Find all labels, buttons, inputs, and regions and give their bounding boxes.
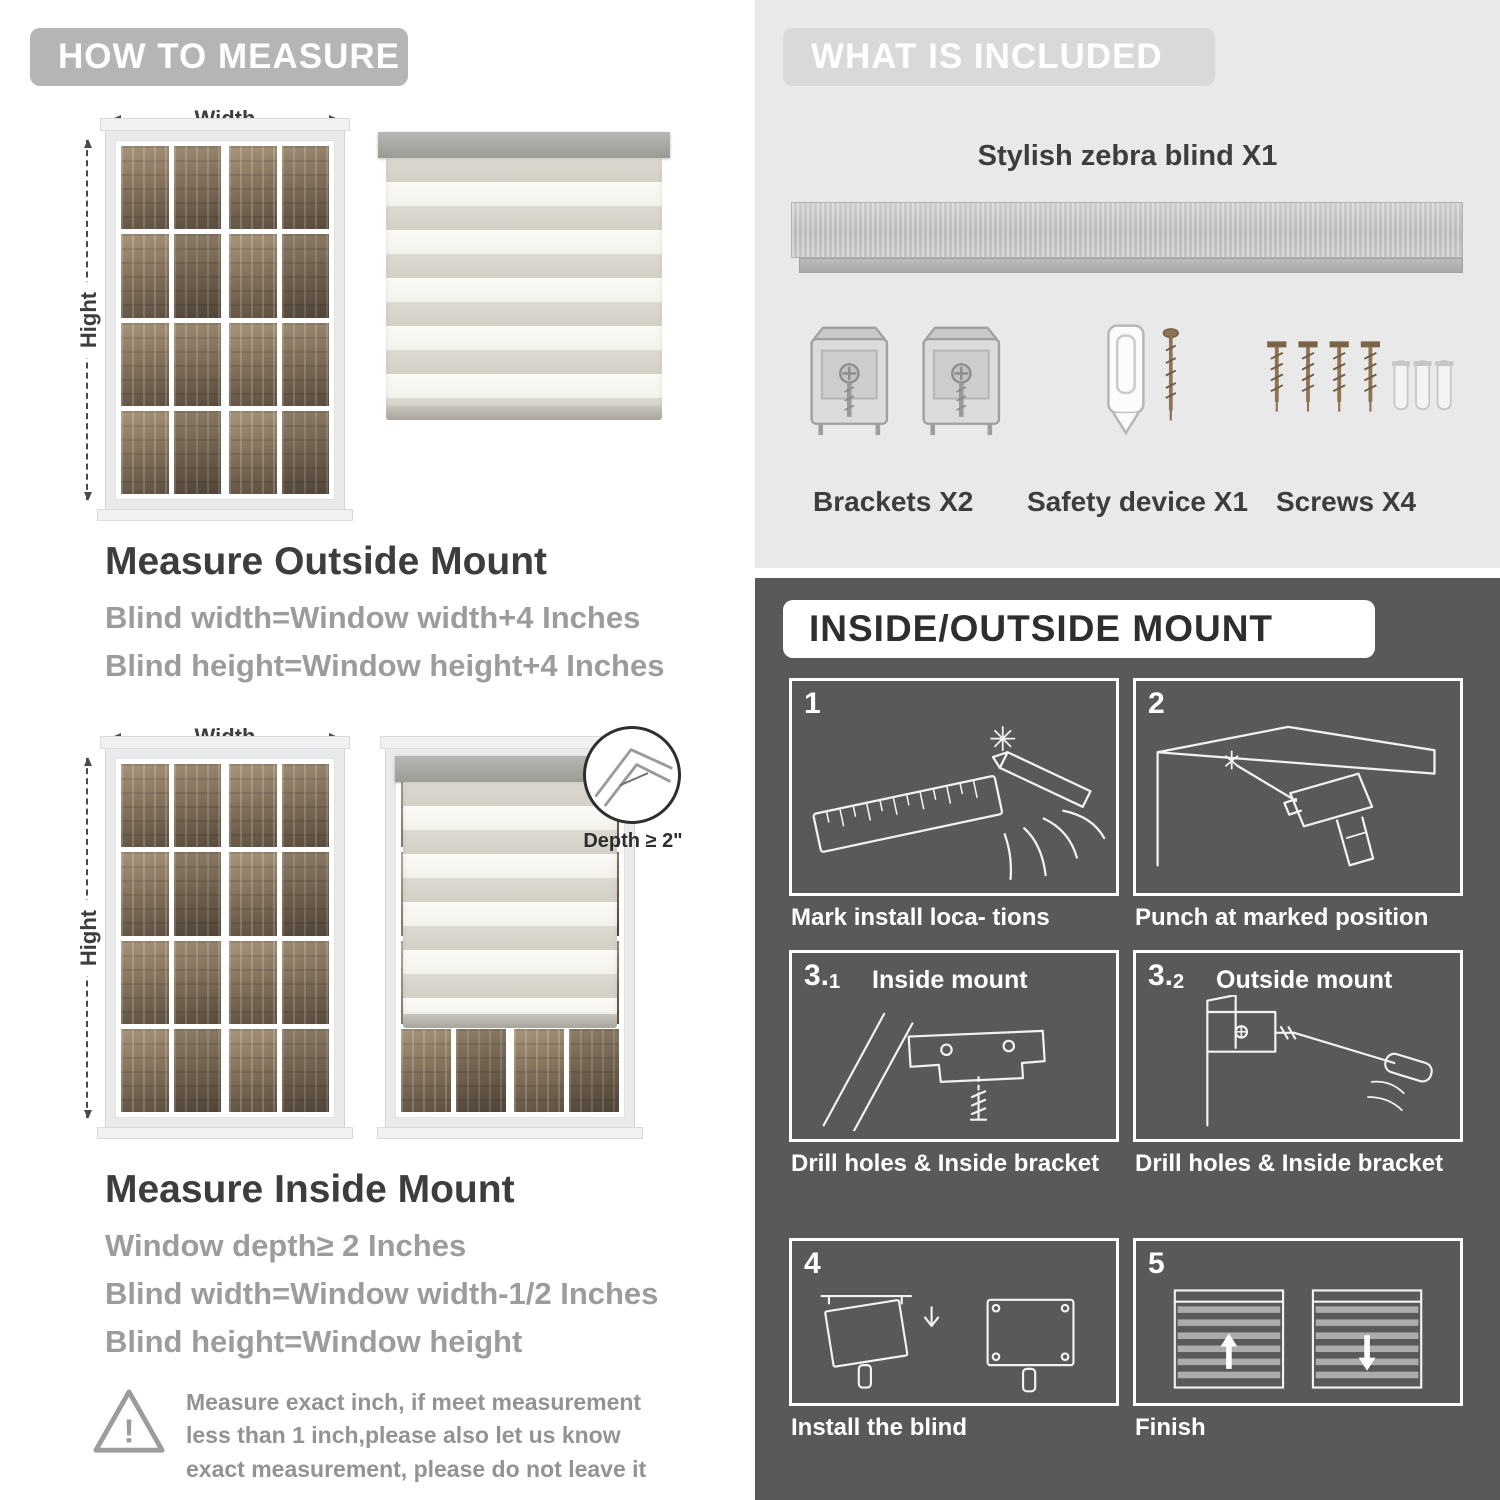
step-caption-4: Install the blind	[791, 1414, 968, 1441]
how-to-measure-section: HOW TO MEASURE Width Hight M	[0, 0, 745, 1500]
step-panel-3-1: 3.1 Inside mount	[789, 950, 1119, 1142]
window-with-inside-blind	[377, 736, 643, 1139]
what-is-included-header: WHAT IS INCLUDED	[783, 28, 1215, 86]
blind-headrail	[378, 132, 670, 158]
frame-corner-detail-icon	[594, 748, 673, 807]
step-caption-2: Punch at marked position	[1135, 904, 1429, 931]
depth-detail-magnifier	[583, 726, 681, 824]
mount-header: INSIDE/OUTSIDE MOUNT	[783, 600, 1375, 658]
zebra-blind-headrail-lip	[799, 258, 1463, 273]
window-sill	[97, 1127, 353, 1139]
window-illustration-inside	[97, 736, 353, 1139]
step-number: 5	[1148, 1247, 1165, 1280]
step-panel-2: 2	[1133, 678, 1463, 896]
inside-outside-mount-section: INSIDE/OUTSIDE MOUNT 1 2	[755, 578, 1500, 1500]
step-panel-5: 5	[1133, 1238, 1463, 1406]
blind-fabric	[403, 782, 617, 1014]
brackets-icon	[807, 322, 1007, 450]
outside-mount-label: Outside mount	[1216, 966, 1393, 994]
warning-exclamation: !	[123, 1413, 134, 1450]
step-number: 3.2	[1148, 959, 1185, 993]
step-number: 3.1	[804, 959, 841, 993]
install-blind-illustration	[820, 1294, 1075, 1393]
window-sill	[377, 1127, 643, 1139]
zebra-blind-headrail-image	[791, 202, 1463, 258]
zebra-blind-illustration	[378, 132, 670, 420]
step-caption-3-2: Drill holes & Inside bracket	[1135, 1150, 1444, 1177]
inside-mount-rule-1: Window depth≥ 2 Inches	[105, 1228, 467, 1263]
finish-illustration	[1173, 1289, 1423, 1389]
window-sashes	[115, 758, 335, 1118]
window-sash	[121, 764, 221, 1112]
inside-mount-rule-2: Blind width=Window width-1/2 Inches	[105, 1276, 659, 1311]
brackets-label: Brackets X2	[813, 486, 974, 517]
blind-item-label: Stylish zebra blind X1	[977, 140, 1278, 172]
outside-mount-rule-1: Blind width=Window width+4 Inches	[105, 600, 641, 635]
window-sash	[229, 764, 329, 1112]
window-sash	[121, 146, 221, 494]
inside-mount-label: Inside mount	[872, 966, 1028, 994]
window-casing	[100, 736, 350, 749]
depth-label: Depth ≥ 2"	[583, 830, 683, 852]
what-is-included-section: WHAT IS INCLUDED Stylish zebra blind X1	[755, 0, 1500, 568]
step-panel-3-2: 3.2 Outside mount	[1133, 950, 1463, 1142]
step-panel-4: 4	[789, 1238, 1119, 1406]
step-caption-1: Mark install loca- tions	[791, 904, 1050, 931]
blind-bottomrail	[403, 1014, 617, 1028]
inside-mount-blind-illustration	[395, 756, 625, 1028]
window-casing	[100, 118, 350, 131]
step-number: 2	[1148, 687, 1165, 720]
screws-label: Screws X4	[1276, 486, 1417, 517]
step-number: 4	[804, 1247, 821, 1280]
window-sashes	[115, 140, 335, 500]
window-sash	[229, 146, 329, 494]
warning-triangle-icon: !	[90, 1386, 168, 1463]
step-caption-5: Finish	[1135, 1414, 1206, 1441]
inside-bracket-illustration	[822, 1012, 1046, 1131]
measure-note-text: Measure exact inch, if meet measurement …	[186, 1389, 647, 1482]
blind-fabric	[386, 158, 662, 406]
step-number: 1	[804, 687, 821, 720]
window-illustration-outside	[97, 118, 353, 521]
outside-mount-heading: Measure Outside Mount	[105, 540, 548, 583]
height-label: Hight	[76, 899, 102, 977]
step-caption-3-1: Drill holes & Inside bracket	[791, 1150, 1100, 1177]
drill-illustration	[1156, 725, 1436, 867]
outside-mount-rule-2: Blind height=Window height+4 Inches	[105, 648, 665, 683]
screws-icon	[1260, 330, 1454, 444]
inside-mount-heading: Measure Inside Mount	[105, 1168, 515, 1211]
inside-mount-rule-3: Blind height=Window height	[105, 1324, 523, 1359]
how-to-measure-header: HOW TO MEASURE	[30, 28, 408, 86]
step-panel-1: 1	[789, 678, 1119, 896]
safety-device-icon	[1107, 324, 1179, 436]
height-label: Hight	[76, 281, 102, 359]
safety-device-label: Safety device X1	[1027, 486, 1249, 517]
mark-locations-illustration	[812, 725, 1106, 881]
window-sill	[97, 509, 353, 521]
outside-bracket-illustration	[1206, 995, 1433, 1127]
height-measure-arrow: Hight	[76, 757, 102, 1119]
height-measure-arrow: Hight	[76, 139, 102, 501]
blind-bottomrail	[386, 406, 662, 420]
